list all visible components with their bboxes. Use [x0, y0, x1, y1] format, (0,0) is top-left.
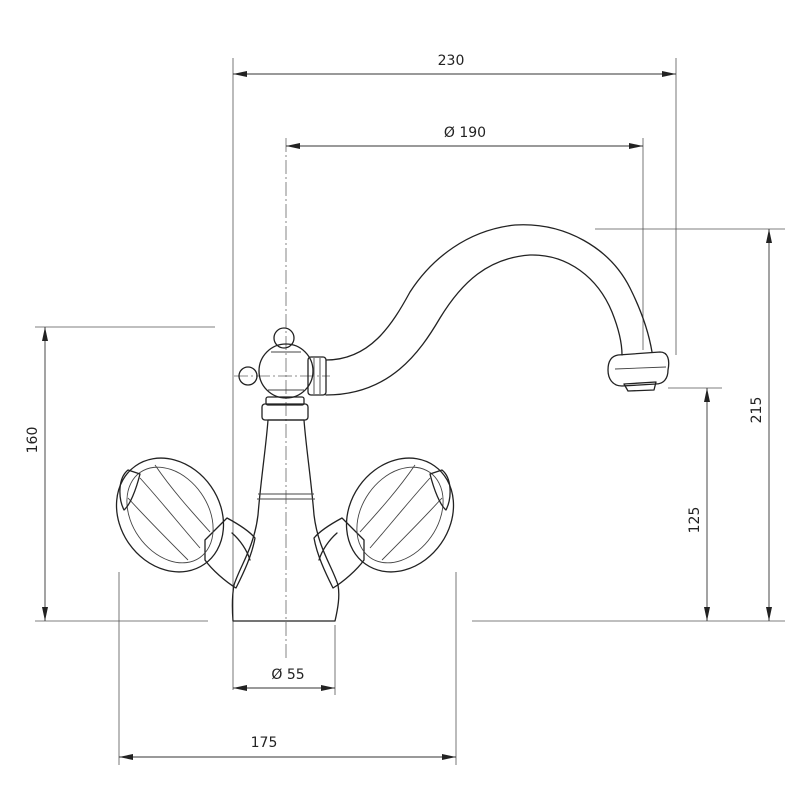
label-outlet-height: 125	[687, 507, 703, 534]
label-base-diameter: Ø 55	[271, 667, 304, 683]
left-handle	[115, 457, 256, 589]
extension-lines	[35, 58, 785, 765]
dimension-lines	[42, 71, 772, 760]
faucet-body	[231, 327, 340, 622]
label-overall-reach: 230	[438, 53, 465, 69]
label-left-height: 160	[25, 427, 41, 454]
label-handle-span: 175	[251, 735, 278, 751]
center-lines	[234, 138, 330, 660]
dimension-labels: 230 Ø 190 160 215 125 Ø 55 175	[25, 53, 765, 751]
label-spout-diameter: Ø 190	[444, 125, 486, 141]
right-handle	[313, 457, 455, 589]
faucet-spout	[325, 224, 670, 396]
label-spout-height: 215	[749, 397, 765, 424]
